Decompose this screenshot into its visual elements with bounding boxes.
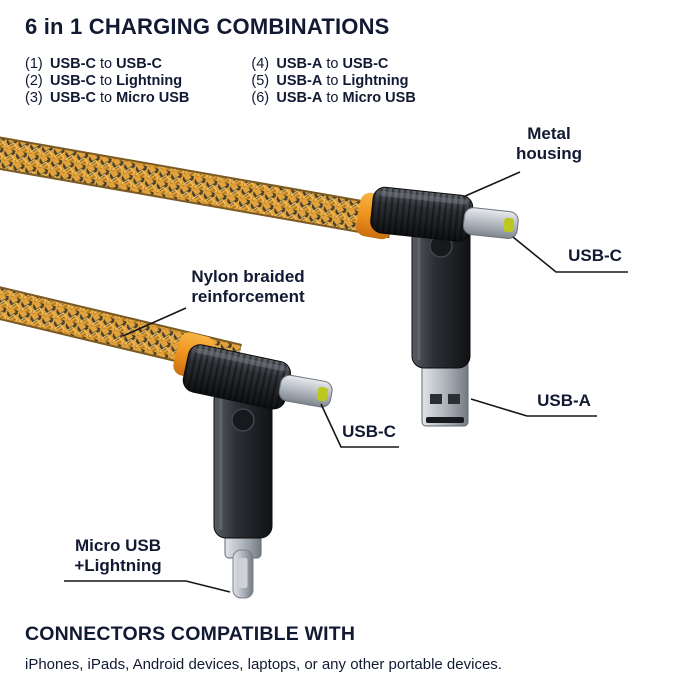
compatibility-text: iPhones, iPads, Android devices, laptops… xyxy=(25,656,502,673)
combination-item: (1)USB-C to USB-C xyxy=(25,56,162,72)
usb-c-mid-line xyxy=(320,403,399,448)
nylon-line xyxy=(122,307,187,337)
lightning-plug xyxy=(232,549,254,599)
connector-body-lower xyxy=(213,387,273,539)
combination-item: (4)USB-A to USB-C xyxy=(251,56,389,72)
label-usb-c-mid: USB-C xyxy=(342,422,396,441)
combination-item: (6)USB-A to Micro USB xyxy=(251,90,416,106)
usb-c-plug-lower xyxy=(278,374,333,408)
page-title: 6 in 1 CHARGING COMBINATIONS xyxy=(25,14,390,39)
micro-lightning-line xyxy=(64,580,231,593)
label-micro-usb-lightning: Micro USB +Lightning xyxy=(74,536,162,576)
label-nylon-braided: Nylon braided reinforcement xyxy=(191,267,305,307)
combination-item: (3)USB-C to Micro USB xyxy=(25,90,190,106)
combination-column-left: (1)USB-C to USB-C (2)USB-C to Lightning … xyxy=(25,56,189,107)
combination-item: (5)USB-A to Lightning xyxy=(251,73,409,89)
label-usb-a: USB-A xyxy=(537,391,591,410)
swivel-hinge-lower xyxy=(231,408,255,432)
combination-item: (2)USB-C to Lightning xyxy=(25,73,183,89)
usb-c-plug-upper xyxy=(462,207,519,239)
combination-column-right: (4)USB-A to USB-C (5)USB-A to Lightning … xyxy=(251,56,415,107)
braided-cable-upper xyxy=(0,136,395,239)
metal-housing-lower xyxy=(182,344,291,410)
label-usb-c-upper: USB-C xyxy=(568,246,622,265)
usb-a-line xyxy=(470,398,597,417)
callout-lines xyxy=(64,171,628,593)
usb-c-upper-line xyxy=(512,236,628,273)
metal-housing-line xyxy=(462,171,521,198)
usb-a-plug xyxy=(421,359,469,427)
label-metal-housing: Metal housing xyxy=(515,124,583,164)
combination-list: (1)USB-C to USB-C (2)USB-C to Lightning … xyxy=(25,56,416,107)
compatibility-heading: CONNECTORS COMPATIBLE WITH xyxy=(25,623,356,645)
connector-body-upper xyxy=(411,211,471,369)
metal-housing-upper xyxy=(370,186,474,242)
